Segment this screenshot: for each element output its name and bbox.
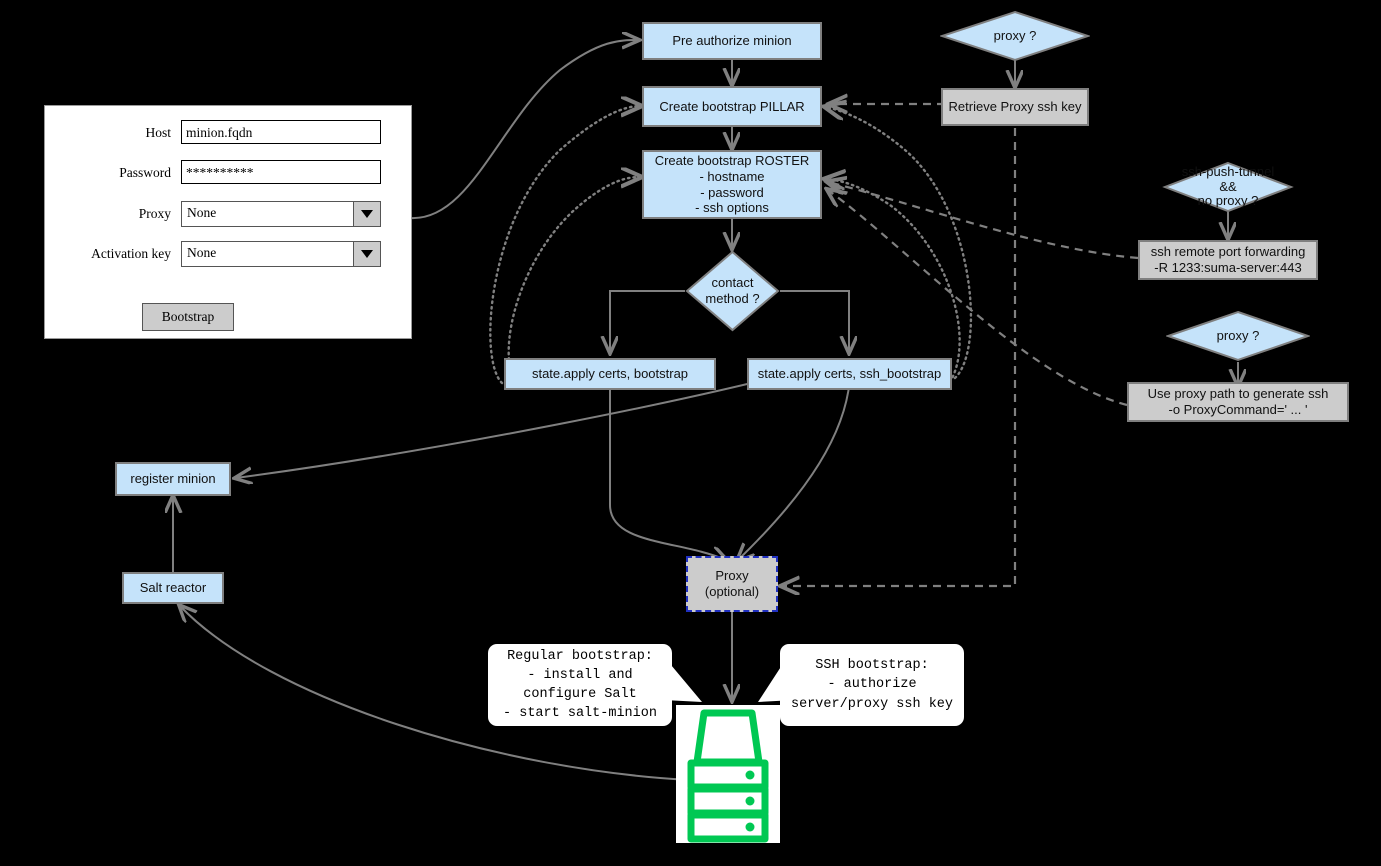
edge-dotted-bootstrap-pillar (489, 106, 640, 385)
callout-tail-left (664, 659, 702, 702)
edge-form-to-preauth (409, 40, 638, 220)
roster-title: Create bootstrap ROSTER (654, 152, 810, 168)
host-input[interactable]: minion.fqdn (181, 120, 381, 144)
ssh-push-tunnel-label: ssh-push-tunnel && no proxy ? (1181, 163, 1275, 209)
callout-ssh-bootstrap: SSH bootstrap: - authorize server/proxy … (780, 644, 964, 726)
edge-useproxy-to-roster (828, 190, 1128, 407)
node-use-proxy-path[interactable]: Use proxy path to generate ssh -o ProxyC… (1127, 382, 1349, 422)
node-retrieve-proxy-ssh-key[interactable]: Retrieve Proxy ssh key (941, 88, 1089, 126)
roster-line-hostname: - hostname (699, 168, 765, 184)
callout-regular-text: Regular bootstrap: - install and configu… (503, 648, 657, 722)
activation-key-select[interactable]: None (181, 241, 381, 267)
node-create-bootstrap-pillar[interactable]: Create bootstrap PILLAR (642, 86, 822, 127)
node-proxy-question-top[interactable]: proxy ? (940, 10, 1090, 62)
proxy-select-value: None (187, 205, 217, 220)
callout-regular-bootstrap: Regular bootstrap: - install and configu… (488, 644, 672, 726)
node-ssh-remote-port-forwarding[interactable]: ssh remote port forwarding -R 1233:suma-… (1138, 240, 1318, 280)
ssh-remote-line2: -R 1233:suma-server:443 (1154, 260, 1302, 275)
roster-line-ssh-options: - ssh options (695, 200, 769, 216)
bootstrap-button[interactable]: Bootstrap (142, 303, 234, 331)
password-input[interactable]: ********** (181, 160, 381, 184)
node-state-apply-ssh-bootstrap[interactable]: state.apply certs, ssh_bootstrap (747, 358, 952, 390)
node-register-minion[interactable]: register minion (115, 462, 231, 496)
activation-key-label: Activation key (91, 246, 171, 261)
proxy-select[interactable]: None (181, 201, 381, 227)
ssh-remote-line1: ssh remote port forwarding (1150, 244, 1306, 260)
edge-dotted-ssh-pillar (826, 107, 973, 380)
node-proxy-optional[interactable]: Proxy (optional) (686, 556, 778, 612)
proxy-label: Proxy (138, 206, 171, 221)
proxy-question-top-label: proxy ? (993, 28, 1037, 44)
edge-contact-right (780, 290, 849, 352)
node-contact-method[interactable]: contact method ? (685, 250, 780, 332)
chevron-down-icon[interactable] (353, 202, 380, 226)
host-label: Host (145, 125, 171, 140)
server-icon (676, 705, 780, 843)
activation-key-select-value: None (187, 245, 217, 260)
node-ssh-push-tunnel-question[interactable]: ssh-push-tunnel && no proxy ? (1162, 161, 1294, 213)
proxy-label-line2: (optional) (704, 584, 760, 599)
edge-server-to-saltreactor (180, 606, 691, 781)
proxy-question-bottom-label: proxy ? (1216, 328, 1260, 344)
edge-sshremote-to-roster (828, 182, 1139, 260)
node-pre-authorize-minion[interactable]: Pre authorize minion (642, 22, 822, 60)
chevron-down-icon[interactable] (353, 242, 380, 266)
bootstrap-form-panel: Host minion.fqdn Password ********** Pro… (44, 105, 412, 339)
use-proxy-line2: -o ProxyCommand=' ... ' (1168, 402, 1308, 417)
edge-bootstrap-to-proxy (609, 359, 726, 560)
use-proxy-line1: Use proxy path to generate ssh (1147, 386, 1329, 402)
node-create-bootstrap-roster[interactable]: Create bootstrap ROSTER - hostname - pas… (642, 150, 822, 219)
password-label: Password (119, 165, 171, 180)
contact-method-label: contact method ? (705, 275, 760, 306)
node-state-apply-bootstrap[interactable]: state.apply certs, bootstrap (504, 358, 716, 390)
proxy-label-line1: Proxy (715, 568, 749, 584)
node-proxy-question-bottom[interactable]: proxy ? (1166, 310, 1310, 362)
callout-ssh-text: SSH bootstrap: - authorize server/proxy … (790, 658, 954, 712)
node-salt-reactor[interactable]: Salt reactor (122, 572, 224, 604)
edge-dotted-bootstrap-roster (507, 177, 640, 388)
roster-line-password: - password (700, 184, 764, 200)
edge-contact-left (610, 290, 685, 352)
